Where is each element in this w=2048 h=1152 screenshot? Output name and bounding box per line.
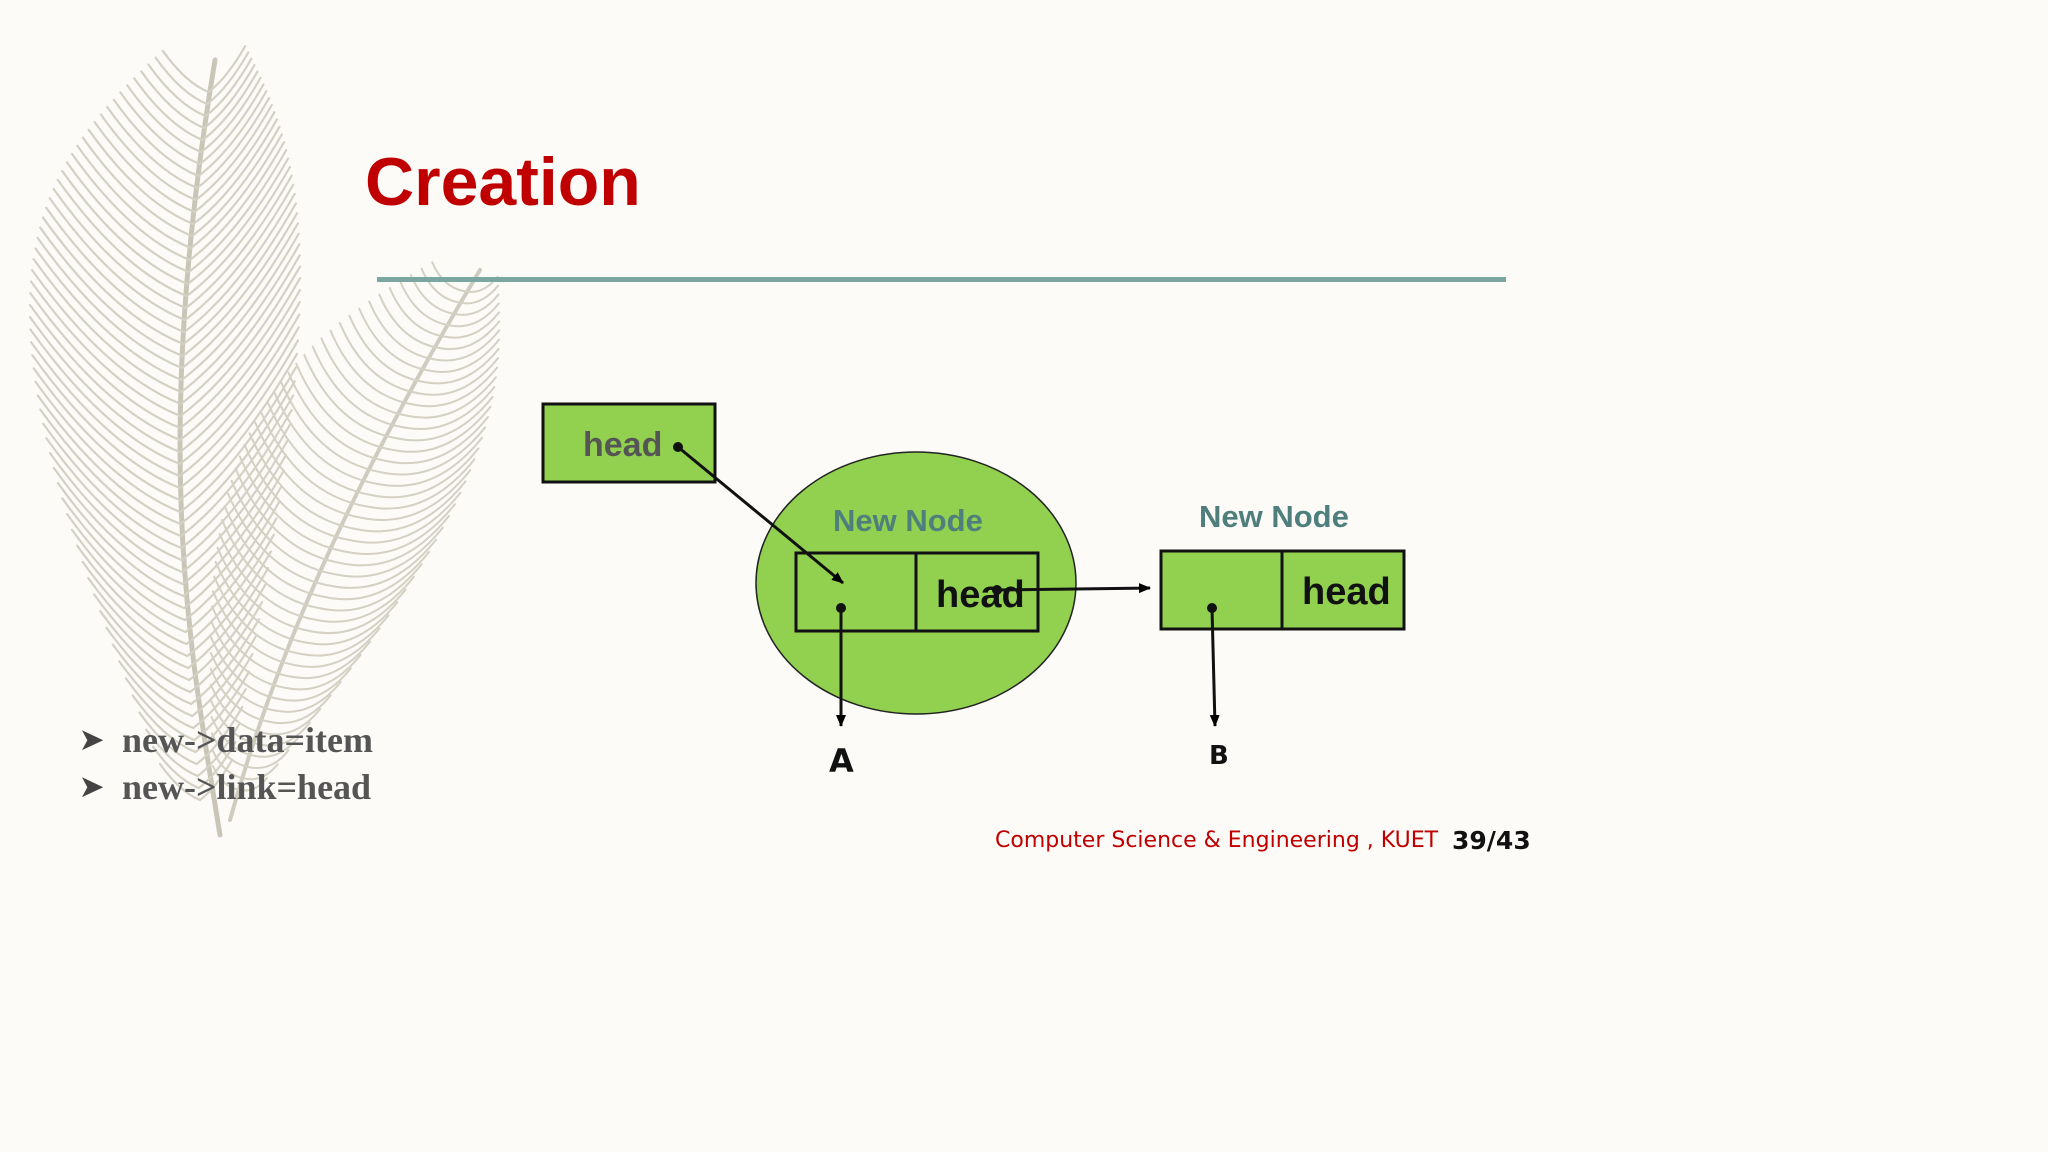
second-node-data-cell <box>1159 549 1284 631</box>
head-to-new-node-arrow <box>677 445 844 585</box>
bullet-list: ➤ new->data=item ➤ new->link=head <box>80 716 373 810</box>
label-a: A <box>829 742 854 780</box>
linked-list-diagram: head New Node head New Node head A B <box>541 402 1406 780</box>
bullet-item: ➤ new->link=head <box>80 763 373 810</box>
arrow-bullet-icon: ➤ <box>80 724 104 756</box>
page-number: 39/43 <box>1452 826 1531 855</box>
slide-title: Creation <box>365 144 641 220</box>
head-pointer-box <box>541 402 717 484</box>
new-node-link-cell <box>914 551 1040 633</box>
new-node-label-2: New Node <box>1199 499 1349 534</box>
feather-decoration <box>28 45 501 838</box>
slide: Creation head New Node head New Node hea… <box>28 45 1531 855</box>
bullet-item: ➤ new->data=item <box>80 716 373 763</box>
second-node-link-cell <box>1280 549 1406 631</box>
head-pointer-label: head <box>583 426 662 464</box>
new-node-to-second-arrow <box>996 583 1151 594</box>
bullet-text: new->link=head <box>122 766 372 807</box>
second-node-to-b-arrow <box>1209 607 1220 727</box>
label-b: B <box>1209 741 1229 771</box>
new-node-link-text: head <box>936 574 1025 616</box>
new-node-data-cell <box>794 551 918 633</box>
bullet-text: new->data=item <box>122 719 373 760</box>
footer-text: Computer Science & Engineering , KUET <box>995 828 1439 853</box>
title-divider <box>377 277 1506 282</box>
second-node-link-text: head <box>1302 571 1391 613</box>
new-node-label-1: New Node <box>833 503 983 538</box>
arrow-bullet-icon: ➤ <box>80 771 104 803</box>
